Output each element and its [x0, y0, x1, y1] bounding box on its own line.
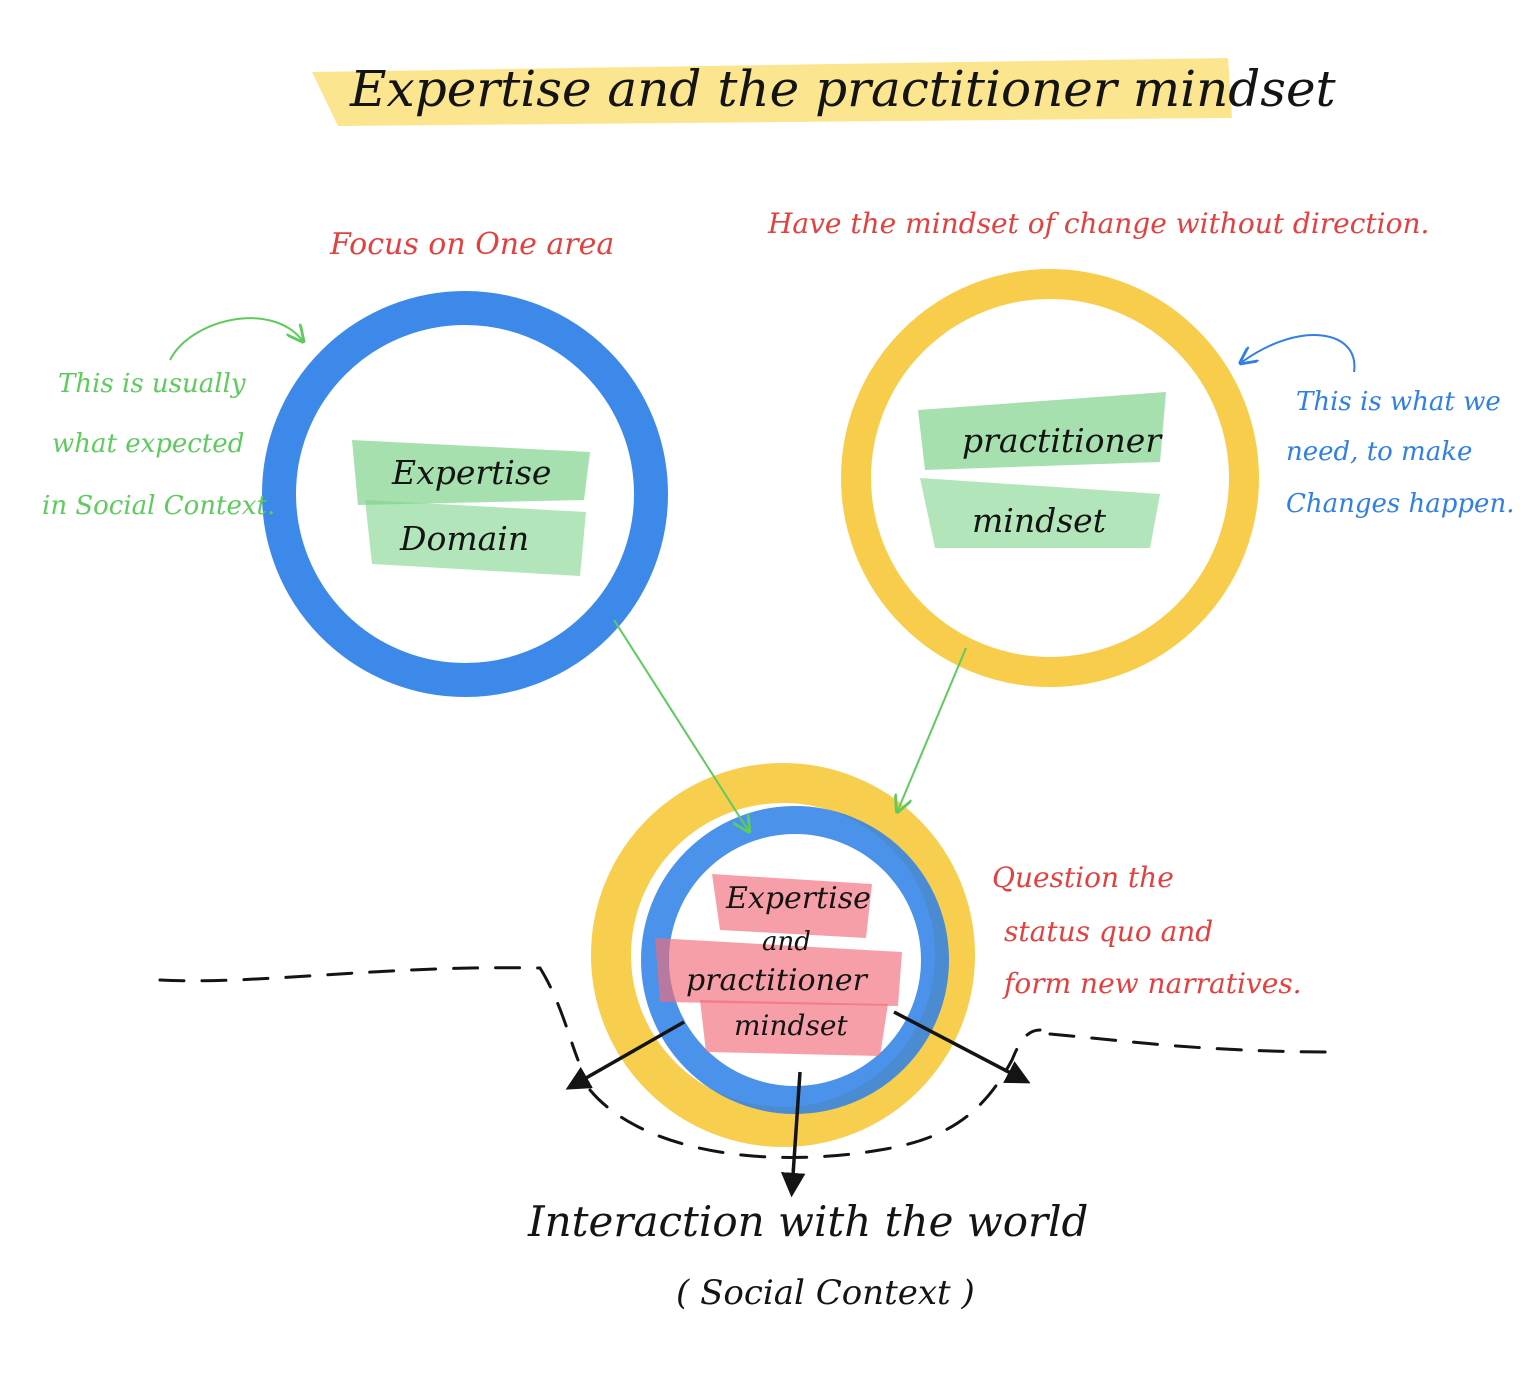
- combined-outer-yellow-ring: [591, 763, 975, 1147]
- page-title: Expertise and the practitioner mindset: [350, 60, 1336, 118]
- bottom-interaction-label: Interaction with the world: [528, 1197, 1089, 1246]
- combined-label-line-2: and: [762, 927, 811, 957]
- arrow-outward-down: [780, 1071, 806, 1198]
- left-note-line-1: This is usually: [58, 369, 246, 399]
- combined-fill-swatch-2: [655, 938, 902, 1006]
- center-note-line-3: form new narratives.: [1004, 967, 1302, 1000]
- right-note-line-2: need, to make: [1286, 437, 1473, 467]
- expertise-domain-ring: [262, 291, 668, 697]
- arrow-outward-right: [893, 1010, 1031, 1084]
- arrow-practitioner-to-combined: [898, 647, 967, 810]
- combined-fill-swatch-1: [712, 874, 872, 938]
- combined-fill-swatch-3: [700, 1000, 888, 1056]
- expertise-domain-label-line2: Domain: [400, 519, 530, 558]
- title-highlight: [312, 58, 1232, 126]
- bottom-social-context-label: ( Social Context ): [676, 1273, 975, 1313]
- right-note-line-3: Changes happen.: [1286, 489, 1515, 519]
- arrow-expertise-to-combined: [613, 619, 748, 830]
- left-note-line-2: what expected: [52, 429, 245, 459]
- practitioner-mindset-label-line1: practitioner: [962, 421, 1162, 460]
- expertise-fill-swatch-2: [365, 500, 586, 576]
- center-note-line-2: status quo and: [1004, 915, 1214, 948]
- expertise-domain-label-line1: Expertise: [392, 453, 552, 492]
- arrow-outward-left: [565, 1020, 685, 1090]
- practitioner-mindset-ring: [841, 269, 1259, 687]
- arrow-blue-note-to-ring: [1242, 334, 1356, 373]
- practitioner-mindset-label-line2: mindset: [972, 501, 1106, 540]
- right-note-line-1: This is what we: [1296, 387, 1501, 417]
- expertise-fill-swatch: [352, 440, 590, 505]
- combined-inner-blue-ring: [641, 806, 949, 1114]
- dashed-boundary-left: [158, 966, 580, 1062]
- center-note-line-1: Question the: [992, 861, 1174, 894]
- dashed-boundary-bottom: [588, 1028, 1042, 1159]
- combined-label-line-1: Expertise: [726, 881, 871, 916]
- left-circle-heading: Focus on One area: [330, 227, 615, 262]
- left-note-line-3: in Social Context.: [42, 491, 276, 521]
- dashed-boundary-right: [1048, 1032, 1338, 1054]
- practitioner-fill-swatch: [918, 392, 1166, 470]
- combined-label-line-3: practitioner: [686, 963, 868, 998]
- arrow-green-note-to-ring: [169, 317, 302, 361]
- combined-label-line-4: mindset: [734, 1009, 848, 1042]
- practitioner-fill-swatch-2: [920, 478, 1160, 548]
- right-circle-heading: Have the mindset of change without direc…: [768, 207, 1430, 240]
